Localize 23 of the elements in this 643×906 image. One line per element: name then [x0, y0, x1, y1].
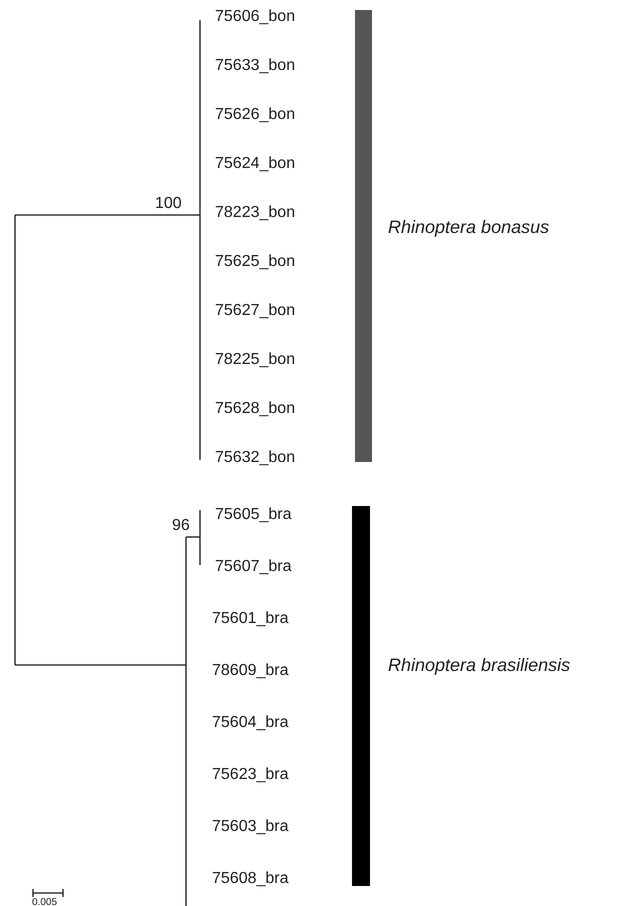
taxon-label: 75604_bra [212, 714, 289, 732]
taxon-label: 75603_bra [212, 818, 289, 836]
bootstrap-value: 100 [155, 195, 182, 213]
taxon-label: 75607_bra [215, 558, 292, 576]
taxon-label: 75606_bon [215, 8, 296, 26]
taxon-label: 75628_bon [215, 400, 296, 418]
taxon-label: 75605_bra [215, 506, 292, 524]
taxon-label: 75625_bon [215, 253, 296, 271]
species-name: Rhinoptera bonasus [388, 217, 550, 237]
taxon-label: 75626_bon [215, 106, 296, 124]
taxon-label: 75633_bon [215, 57, 296, 75]
taxon-label: 78225_bon [215, 351, 296, 369]
taxon-label: 75608_bra [212, 870, 289, 888]
taxon-label: 78223_bon [215, 204, 296, 222]
taxon-label: 75627_bon [215, 302, 296, 320]
taxon-label: 75624_bon [215, 155, 296, 173]
scale-label: 0.005 [32, 897, 58, 906]
taxon-label: 75632_bon [215, 449, 296, 467]
species-name: Rhinoptera brasiliensis [388, 655, 570, 675]
taxon-label: 75623_bra [212, 766, 289, 784]
bootstrap-value: 96 [172, 517, 190, 535]
taxon-label: 75601_bra [212, 610, 289, 628]
taxon-label: 78609_bra [212, 662, 289, 680]
